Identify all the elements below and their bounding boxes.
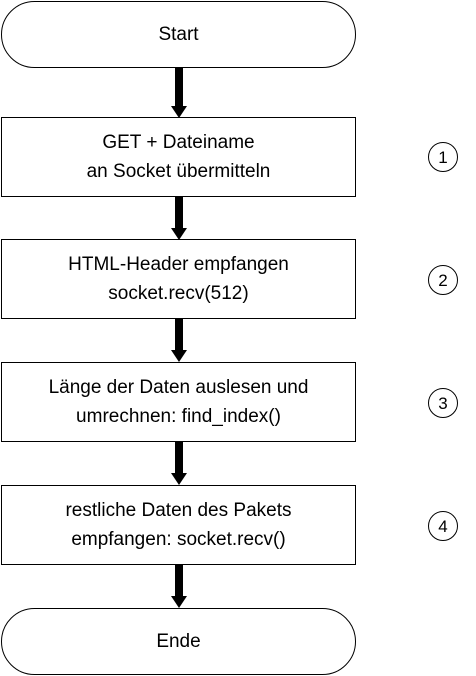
process-step-2: HTML-Header empfangen socket.recv(512) (1, 239, 356, 319)
step-1-number-badge: 1 (428, 142, 458, 172)
step-3-line-1: Länge der Daten auslesen und (48, 377, 309, 398)
step-4-number-badge: 4 (428, 511, 458, 541)
step-2-number-badge: 2 (428, 265, 458, 295)
step-3-line-2: umrechnen: find_index() (76, 406, 281, 427)
step-3-number-badge: 3 (428, 388, 458, 418)
process-step-3: Länge der Daten auslesen und umrechnen: … (1, 362, 356, 442)
flow-arrow-step4-end (171, 565, 187, 608)
start-label: Start (158, 24, 199, 45)
end-terminal: Ende (1, 608, 356, 675)
flow-arrow-start-step1 (171, 68, 187, 118)
step-2-line-1: HTML-Header empfangen (68, 254, 289, 275)
end-label: Ende (156, 631, 201, 652)
process-step-1: GET + Dateiname an Socket übermitteln (1, 117, 356, 197)
process-step-4: restliche Daten des Pakets empfangen: so… (1, 485, 356, 565)
start-terminal: Start (1, 1, 356, 68)
step-2-line-2: socket.recv(512) (108, 283, 249, 304)
flow-arrow-step3-step4 (171, 442, 187, 485)
step-4-line-1: restliche Daten des Pakets (65, 500, 292, 521)
flow-arrow-step2-step3 (171, 319, 187, 362)
step-1-line-2: an Socket übermitteln (86, 161, 271, 182)
step-1-line-1: GET + Dateiname (102, 132, 255, 153)
step-4-line-2: empfangen: socket.recv() (71, 529, 286, 550)
flow-arrow-step1-step2 (171, 197, 187, 240)
